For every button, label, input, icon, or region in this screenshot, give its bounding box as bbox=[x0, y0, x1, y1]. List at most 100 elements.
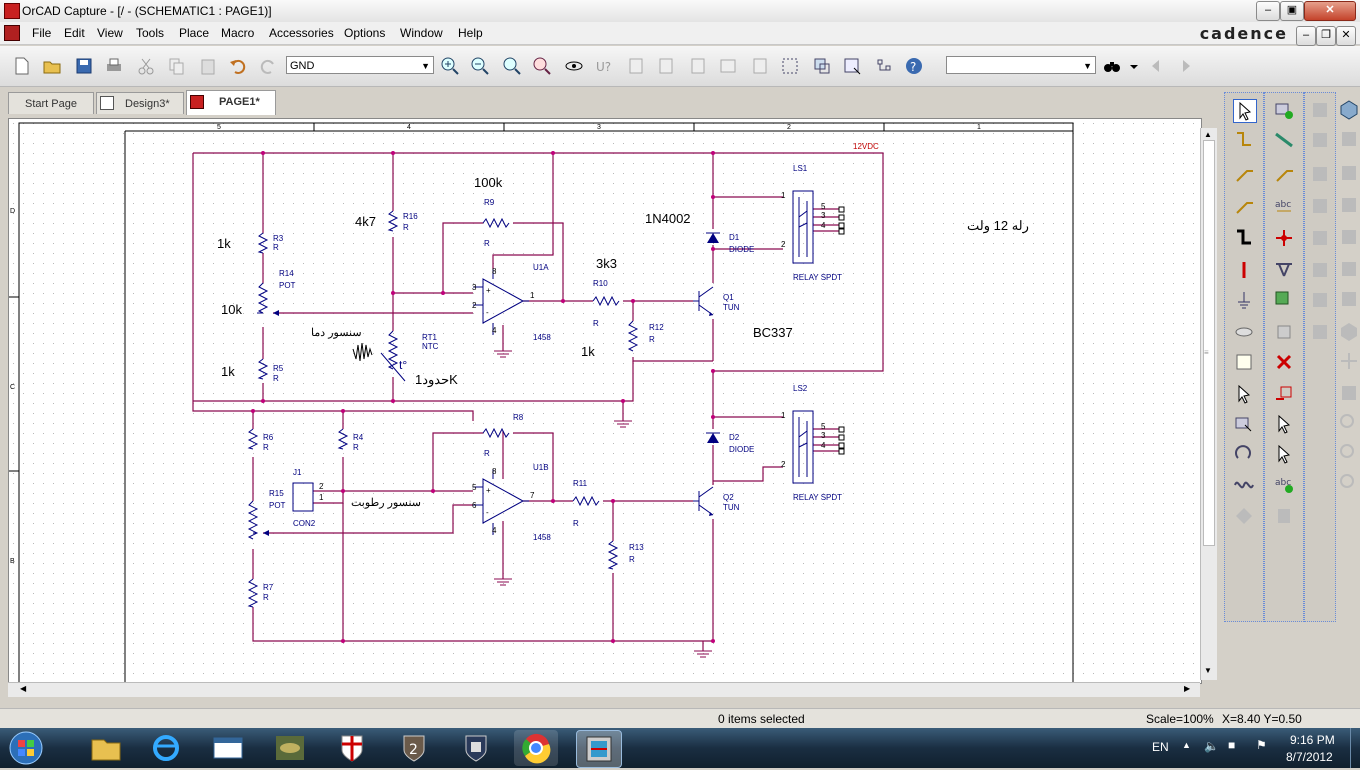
minimize-button[interactable]: – bbox=[1256, 1, 1280, 21]
select-tool-icon[interactable] bbox=[1233, 99, 1257, 123]
scroll-up-icon[interactable]: ▲ bbox=[1204, 130, 1212, 139]
area-select-icon[interactable] bbox=[812, 56, 832, 76]
menu-view[interactable]: View bbox=[97, 26, 123, 40]
print-icon[interactable] bbox=[104, 56, 124, 76]
scroll-down-icon[interactable]: ▼ bbox=[1204, 666, 1212, 675]
app-icon[interactable] bbox=[4, 3, 20, 19]
place-wire-icon[interactable] bbox=[1273, 129, 1295, 151]
place-text-icon[interactable]: abc bbox=[1273, 195, 1295, 217]
doc-restore-button[interactable]: ❐ bbox=[1316, 26, 1336, 46]
project-manager-icon[interactable] bbox=[874, 56, 894, 76]
power-port-icon[interactable] bbox=[1233, 259, 1255, 281]
place-bus-entry-icon[interactable] bbox=[1273, 259, 1295, 281]
ground-tool-icon[interactable] bbox=[1233, 289, 1255, 311]
net-alias-icon[interactable] bbox=[1233, 195, 1255, 217]
document-icon[interactable] bbox=[4, 25, 20, 41]
scroll-left-icon[interactable]: ◀ bbox=[20, 684, 27, 693]
zoom-out-icon[interactable] bbox=[470, 56, 490, 76]
zoom-area-icon[interactable] bbox=[502, 56, 522, 76]
paste-icon[interactable] bbox=[198, 56, 218, 76]
drag-connected-icon[interactable] bbox=[842, 56, 862, 76]
chrome-icon[interactable] bbox=[514, 730, 558, 766]
part-select-icon[interactable] bbox=[1233, 413, 1255, 435]
tab-design3[interactable]: Design3* bbox=[96, 92, 184, 114]
binoculars-icon[interactable] bbox=[1102, 56, 1122, 76]
rotate-tool-icon[interactable] bbox=[1233, 443, 1255, 465]
bom-icon[interactable] bbox=[750, 56, 770, 76]
maximize-button[interactable]: ▣ bbox=[1280, 1, 1304, 21]
waveform-icon[interactable] bbox=[1233, 473, 1255, 495]
cut-icon[interactable] bbox=[136, 56, 156, 76]
menu-help[interactable]: Help bbox=[458, 26, 483, 40]
horizontal-scrollbar[interactable]: ◀ ▶ bbox=[8, 682, 1200, 697]
eye-icon[interactable] bbox=[564, 56, 584, 76]
place-pin-icon[interactable] bbox=[1273, 383, 1295, 405]
menu-tools[interactable]: Tools bbox=[136, 26, 165, 40]
close-button[interactable]: ✕ bbox=[1304, 1, 1356, 21]
ellipse-tool-icon[interactable] bbox=[1233, 321, 1255, 343]
game-shield-icon[interactable]: 2 bbox=[392, 730, 436, 766]
start-button[interactable] bbox=[4, 730, 44, 766]
menu-window[interactable]: Window bbox=[400, 26, 443, 40]
hierarchical-block-icon[interactable] bbox=[1233, 351, 1255, 373]
vertical-scrollbar[interactable]: ▲ ≡ ▼ bbox=[1200, 128, 1217, 680]
save-icon[interactable] bbox=[74, 56, 94, 76]
castle-shield-icon[interactable] bbox=[454, 730, 498, 766]
menu-options[interactable]: Options bbox=[344, 26, 386, 40]
3d-view-icon[interactable] bbox=[1338, 98, 1358, 120]
place-bus-icon[interactable] bbox=[1273, 163, 1295, 185]
new-icon[interactable] bbox=[12, 56, 32, 76]
pointer-alt-icon[interactable] bbox=[1273, 443, 1295, 465]
doc-close-button[interactable]: ✕ bbox=[1336, 26, 1356, 46]
menu-place[interactable]: Place bbox=[179, 26, 210, 40]
pointer-select-icon[interactable] bbox=[1273, 413, 1295, 435]
clock-date[interactable]: 8/7/2012 bbox=[1286, 750, 1333, 764]
annotate-icon[interactable]: U? bbox=[594, 56, 614, 76]
zoom-in-icon[interactable] bbox=[440, 56, 460, 76]
show-hidden-icons-icon[interactable]: ▲ bbox=[1182, 740, 1191, 750]
tab-start-page[interactable]: Start Page bbox=[8, 92, 94, 114]
place-part-icon[interactable] bbox=[1273, 99, 1295, 121]
shield-app-icon[interactable] bbox=[330, 730, 374, 766]
netlist-icon[interactable] bbox=[688, 56, 708, 76]
orcad-capture-taskbar-icon[interactable] bbox=[576, 730, 622, 768]
place-label-icon[interactable]: abc bbox=[1273, 473, 1295, 495]
menu-file[interactable]: File bbox=[32, 26, 52, 40]
undo-icon[interactable] bbox=[228, 56, 248, 76]
volume-icon[interactable]: 🔈 bbox=[1204, 739, 1219, 753]
place-net-icon[interactable] bbox=[1273, 289, 1295, 311]
vertical-scroll-thumb[interactable] bbox=[1203, 140, 1215, 546]
action-center-icon[interactable]: ⚑ bbox=[1256, 738, 1267, 752]
window-app-icon[interactable] bbox=[206, 730, 250, 766]
scroll-right-icon[interactable]: ▶ bbox=[1184, 684, 1191, 693]
place-port-icon[interactable] bbox=[1273, 321, 1295, 343]
cross-reference-icon[interactable] bbox=[718, 56, 738, 76]
delete-icon[interactable] bbox=[1273, 351, 1295, 373]
clock-time[interactable]: 9:16 PM bbox=[1290, 733, 1335, 747]
wire-tool-icon[interactable] bbox=[1233, 129, 1255, 151]
snap-grid-icon[interactable] bbox=[780, 56, 800, 76]
bus-entry-icon[interactable] bbox=[1233, 163, 1255, 185]
dragon-app-icon[interactable] bbox=[268, 730, 312, 766]
drc-icon[interactable] bbox=[656, 56, 676, 76]
place-bookmark-icon[interactable] bbox=[1273, 505, 1295, 527]
copy-icon[interactable] bbox=[166, 56, 186, 76]
internet-explorer-icon[interactable] bbox=[144, 730, 188, 766]
place-junction-icon[interactable] bbox=[1273, 227, 1295, 249]
back-annotate-icon[interactable] bbox=[626, 56, 646, 76]
back-icon[interactable] bbox=[1146, 56, 1166, 76]
show-desktop-button[interactable] bbox=[1350, 728, 1360, 768]
network-icon[interactable]: ■ bbox=[1228, 738, 1236, 752]
explorer-icon[interactable] bbox=[84, 730, 128, 766]
menu-macro[interactable]: Macro bbox=[221, 26, 255, 40]
schematic-canvas[interactable]: 5 4 3 2 1 D C B bbox=[8, 118, 1202, 684]
doc-minimize-button[interactable]: – bbox=[1296, 26, 1316, 46]
marker-icon[interactable] bbox=[1233, 505, 1255, 527]
find-options-icon[interactable] bbox=[1124, 56, 1138, 76]
language-indicator[interactable]: EN bbox=[1152, 740, 1169, 754]
menu-accessories[interactable]: Accessories bbox=[269, 26, 334, 40]
no-connect-icon[interactable] bbox=[1233, 227, 1255, 249]
pointer-tool-icon[interactable] bbox=[1233, 383, 1255, 405]
redo-icon[interactable] bbox=[258, 56, 278, 76]
search-combo[interactable]: ▼ bbox=[946, 56, 1096, 74]
